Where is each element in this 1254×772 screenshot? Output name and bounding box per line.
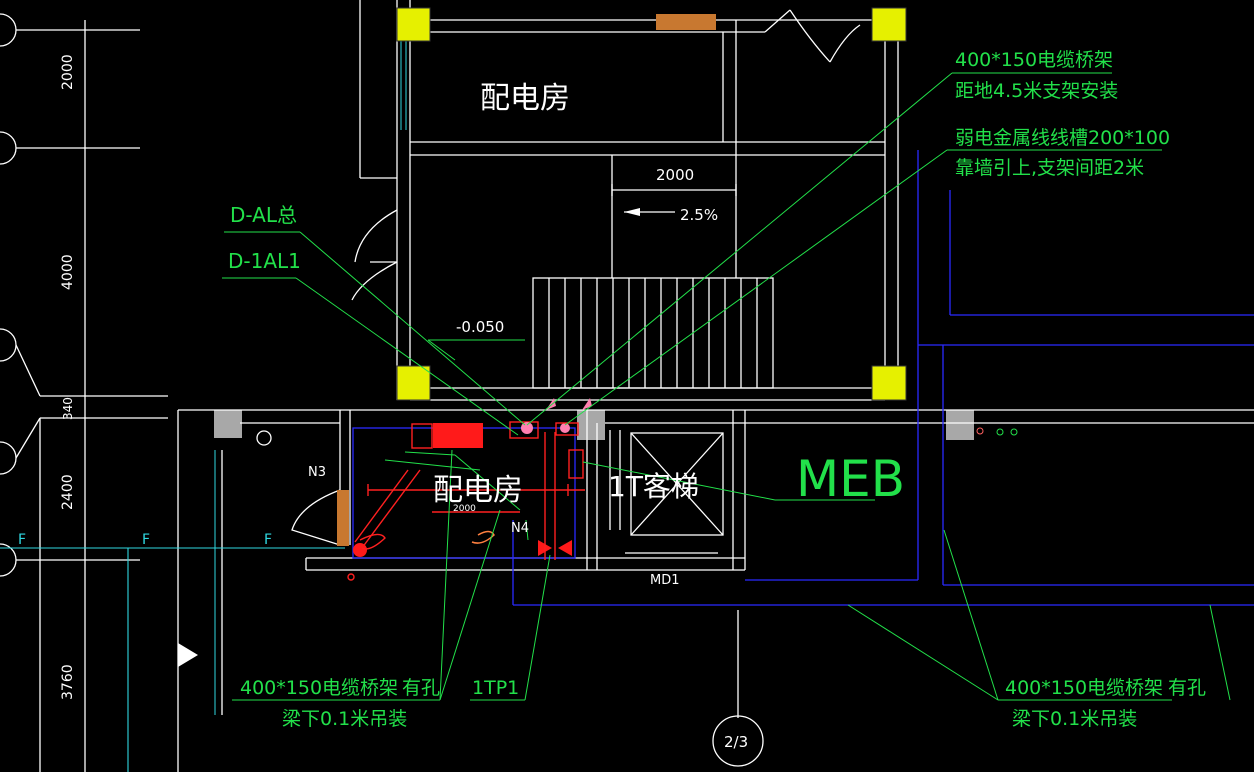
slope-label: 2.5% — [680, 206, 718, 224]
weak-trunk-line1: 弱电金属线线槽200*100 — [955, 127, 1170, 149]
elevator-label: 1T客梯 — [608, 470, 699, 503]
axis-bubble — [712, 610, 764, 767]
axis-f-label-2: F — [142, 532, 150, 548]
small-dimension: 2000 — [453, 504, 476, 514]
dim-2400: 2400 — [60, 474, 76, 510]
upper-walls — [351, 0, 899, 401]
axis-bubble-label: 2/3 — [724, 733, 748, 751]
leaders — [222, 72, 1231, 701]
axis-f — [0, 547, 345, 772]
tray-top-line1: 400*150电缆桥架 — [955, 49, 1113, 71]
axis-f-label-3: F — [264, 532, 272, 548]
tray-bl-line2: 梁下0.1米吊装 — [282, 708, 407, 730]
meb-label: MEB — [796, 450, 905, 508]
tray-br-line2: 梁下0.1米吊装 — [1012, 708, 1137, 730]
door-label: MD1 — [650, 573, 680, 588]
tray-br-hole: 有孔 — [1168, 677, 1206, 699]
left-grid — [0, 13, 168, 772]
room-label-top: 配电房 — [480, 81, 570, 116]
tray-br-line1: 400*150电缆桥架 — [1005, 677, 1163, 699]
tag-n4: N4 — [511, 521, 529, 536]
left-dimensions: 2000 4000 340 2400 3760 — [60, 54, 76, 700]
tray-bl-line1: 400*150电缆桥架 — [240, 677, 398, 699]
weak-trunk-line2: 靠墙引上,支架间距2米 — [955, 157, 1144, 179]
tag-n3: N3 — [308, 465, 326, 480]
elevator — [609, 430, 724, 554]
dim-3760: 3760 — [60, 664, 76, 700]
dim-2000-left: 2000 — [60, 54, 76, 90]
stair — [532, 184, 774, 389]
stair-dimension: 2000 — [656, 166, 694, 184]
panel-total-label: D-AL总 — [230, 203, 297, 227]
columns — [214, 7, 974, 440]
axis-f-label-1: F — [18, 532, 26, 548]
panel-1-label: D-1AL1 — [228, 249, 301, 273]
tp-label: 1TP1 — [472, 677, 519, 699]
level-label: -0.050 — [456, 318, 504, 336]
dim-340: 340 — [61, 397, 75, 420]
tray-bl-hole: 有孔 — [402, 677, 440, 699]
tray-top-line2: 距地4.5米支架安装 — [955, 80, 1118, 102]
dim-4000: 4000 — [60, 254, 76, 290]
cable-trays — [352, 150, 1254, 606]
room-label-bottom: 配电房 — [433, 473, 523, 508]
